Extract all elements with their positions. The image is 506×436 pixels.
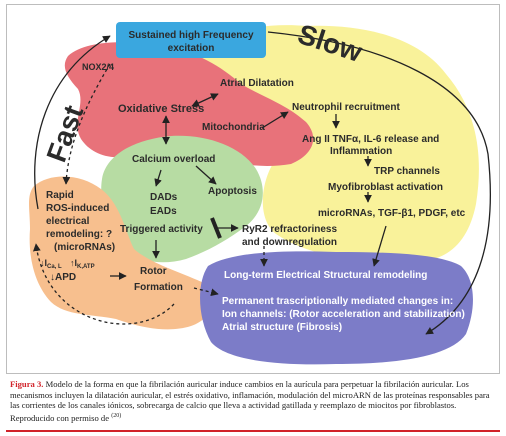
mitochondria-label: Mitochondria [202, 122, 265, 133]
orange-rapid-region [29, 176, 214, 330]
rapid-label-line4: remodeling: ? [46, 229, 112, 240]
eads-label: EADs [150, 206, 177, 217]
rapid-label-line3: electrical [46, 216, 90, 227]
arrow-slow-loop [267, 31, 491, 335]
apd-label: ↓APD [50, 272, 76, 283]
arrow-calcium-apoptosis [195, 165, 217, 185]
sustained-excitation-box [116, 22, 266, 58]
apoptosis-label: Apoptosis [208, 186, 257, 197]
arrow-nox-dashed [62, 63, 111, 185]
calcium-overload-label: Calcium overload [132, 154, 215, 165]
trp-label: TRP channels [374, 166, 440, 177]
rotor-label-line1: Rotor [140, 266, 167, 277]
arrow-rotor-loop-back [33, 243, 175, 325]
ryr2-label-line2: and downregulation [242, 237, 337, 248]
atrial-dilatation-label: Atrial Dilatation [220, 78, 294, 89]
rapid-label-line2: ROS-induced [46, 203, 109, 214]
longterm-label: Long-term Electrical Structural remodeli… [224, 270, 427, 281]
permanent-label-line1: Permanent trascriptionally mediated chan… [222, 296, 453, 307]
triggered-activity-label: Triggered activity [120, 224, 203, 235]
dads-label: DADs [150, 192, 178, 203]
arrow-mito-neutrophil [261, 111, 289, 129]
green-calcium-region [101, 135, 263, 263]
figure-label: Figura 3. [10, 379, 44, 389]
block-mark [210, 217, 222, 239]
sustained-label-line2: excitation [168, 43, 215, 54]
caption-ref: (20) [111, 412, 122, 419]
angii-label-line2: Inflammation [330, 146, 392, 157]
oxidative-stress-label: Oxidative Stress [118, 103, 204, 115]
arrow-rotor-permanent [193, 287, 219, 297]
ica-label: ↓ICa, L [40, 258, 62, 270]
permanent-label-line3: Atrial structure (Fibrosis) [222, 322, 342, 333]
arrow-dilatation-oxidative [191, 93, 219, 107]
figure-caption: Figura 3. Modelo de la forma en que la f… [10, 379, 498, 423]
nox-label: NOX2/4 [82, 62, 114, 72]
purple-longterm-region [200, 251, 473, 365]
rapid-label-line5: (microRNAs) [54, 242, 115, 253]
caption-text: Modelo de la forma en que la fibrilación… [10, 379, 490, 423]
red-oxidative-region [64, 42, 314, 166]
yellow-inflammation-region [177, 25, 479, 263]
sustained-label-line1: Sustained high Frequency [128, 30, 253, 41]
rapid-label-line1: Rapid [46, 190, 74, 201]
arrow-calcium-dads [154, 169, 162, 187]
arrow-micro-longterm [372, 225, 387, 267]
caption-rule [6, 430, 500, 432]
arrow-fast-loop [34, 35, 111, 210]
af-remodeling-diagram: Fast Slow NOX2/4 Sustained high Frequenc… [29, 18, 491, 365]
ik-label: ↑IK,ATP [70, 258, 95, 270]
angii-label-line1: Ang II TNFα, IL-6 release and [302, 134, 439, 145]
ryr2-label-line1: RyR2 refractoriness [242, 224, 337, 235]
neutrophil-label: Neutrophil recruitment [292, 102, 400, 113]
rotor-label-line2: Formation [134, 282, 183, 293]
micrornas-label: microRNAs, TGF-β1, PDGF, etc [318, 208, 466, 219]
myofibroblast-label: Myofibroblast activation [328, 182, 443, 193]
permanent-label-line2: Ion channels: (Rotor acceleration and st… [222, 309, 465, 320]
